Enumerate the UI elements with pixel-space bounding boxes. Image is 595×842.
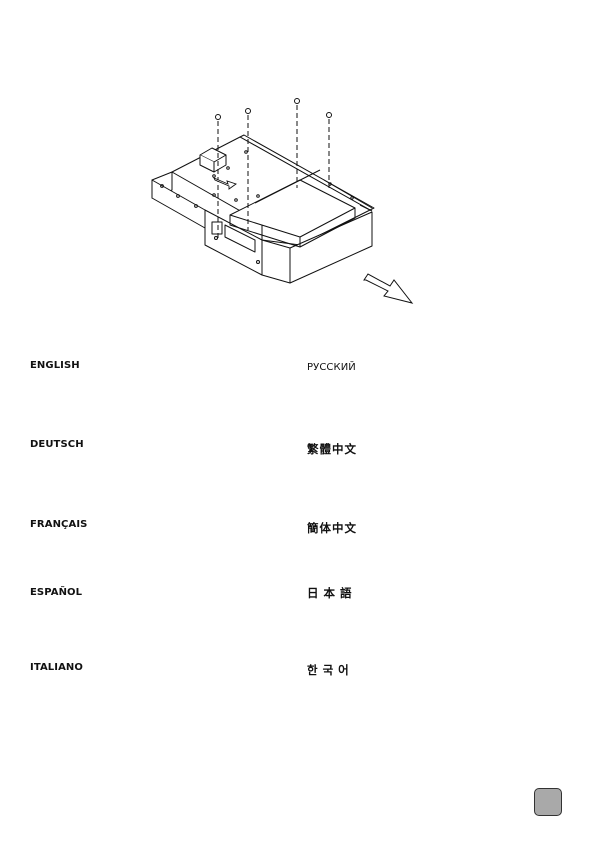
language-label-japanese: 日本語 <box>307 585 357 601</box>
language-label-espanol: ESPAÑOL <box>30 587 82 598</box>
language-label-english: ENGLISH <box>30 360 80 371</box>
page-tab-marker <box>534 788 562 816</box>
language-label-simplified-chinese: 簡体中文 <box>307 520 357 536</box>
language-label-russian: РУССКИЙ <box>307 362 356 373</box>
language-label-francais: FRANÇAIS <box>30 519 87 530</box>
language-label-deutsch: DEUTSCH <box>30 439 84 450</box>
language-label-italiano: ITALIANO <box>30 662 83 673</box>
language-label-korean: 한국어 <box>307 662 354 678</box>
drive-tray-illustration <box>130 90 430 320</box>
pull-out-arrow-icon <box>364 274 412 303</box>
language-label-traditional-chinese: 繁體中文 <box>307 441 357 457</box>
